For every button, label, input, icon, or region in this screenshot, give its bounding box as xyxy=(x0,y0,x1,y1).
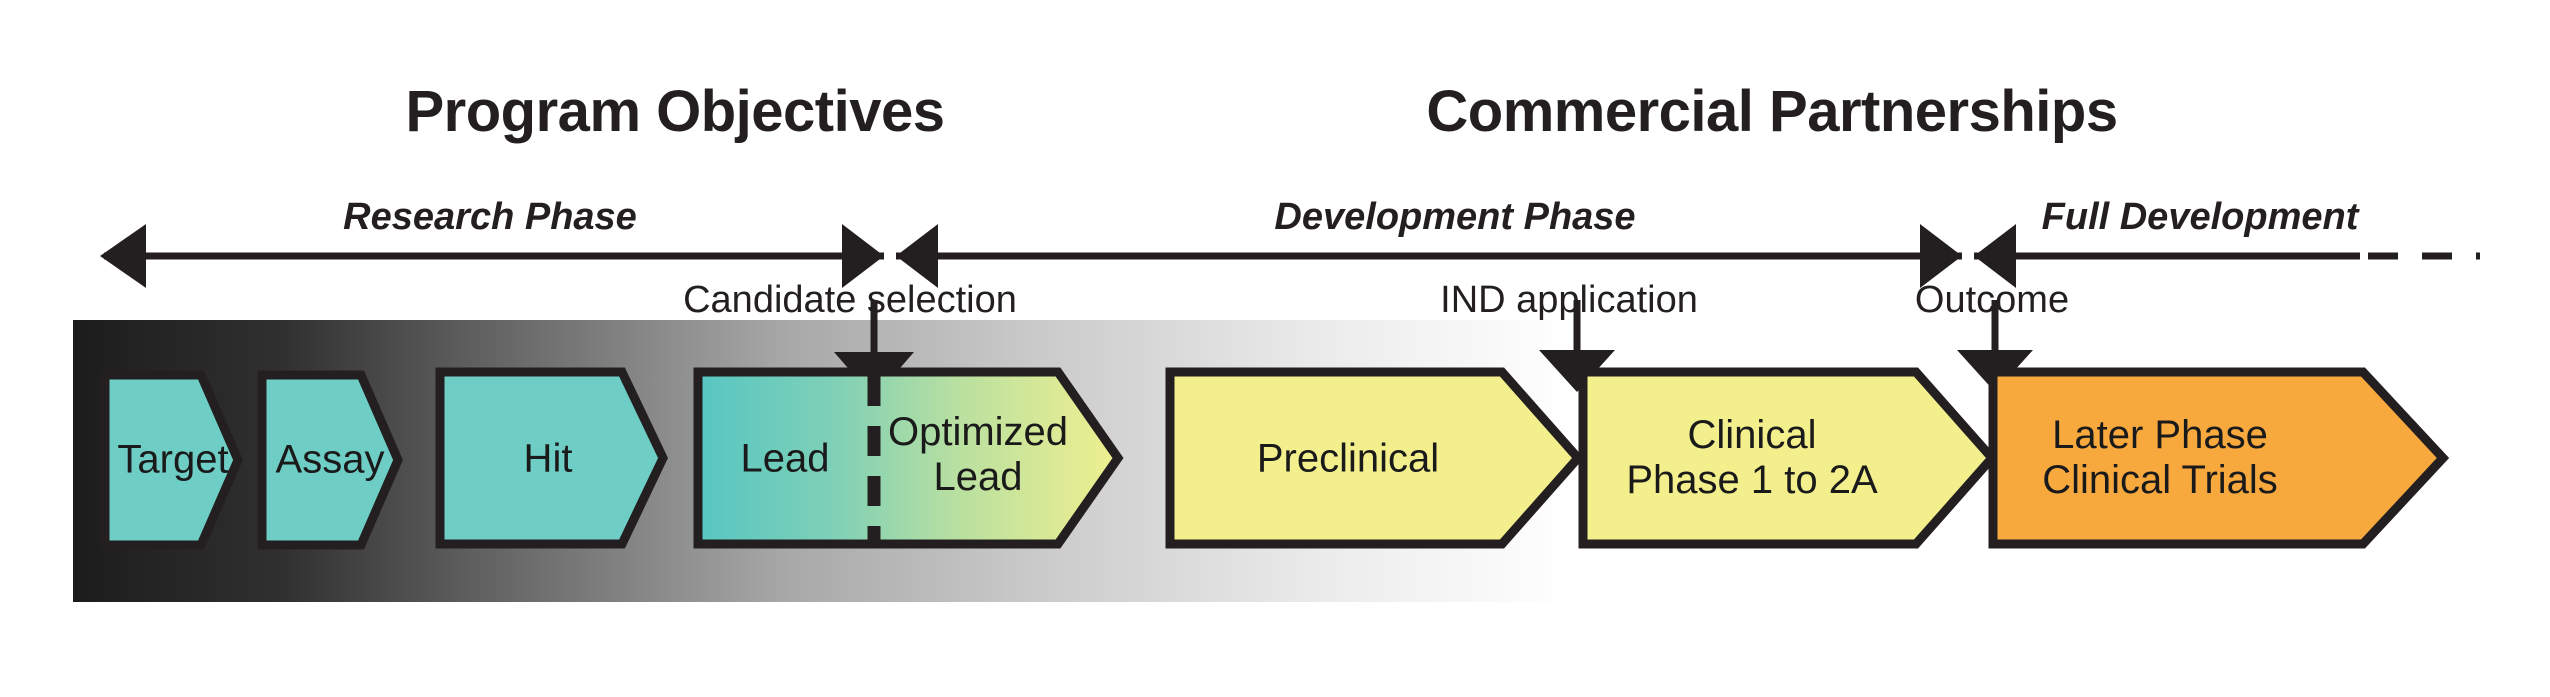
section-header-commercial-partnerships: Commercial Partnerships xyxy=(1426,79,2118,144)
stage-shape-lead-optimized-lead[interactable] xyxy=(693,367,1124,549)
annotation-candidate-selection: Candidate selection xyxy=(683,279,1017,321)
annotation-ind-application: IND application xyxy=(1440,279,1698,321)
section-header-program-objectives: Program Objectives xyxy=(405,79,946,144)
pipeline-stages xyxy=(100,367,2450,550)
stage-shape-preclinical[interactable] xyxy=(1165,367,1585,549)
timeline-axis xyxy=(100,224,2480,288)
stage-shape-hit[interactable] xyxy=(435,367,668,549)
stage-shape-clinical-phase-1-to-2a[interactable] xyxy=(1578,367,1999,549)
annotation-outcome: Outcome xyxy=(1914,279,2070,321)
stage-shape-assay[interactable] xyxy=(257,370,403,550)
phase-label-full-development: Full Development xyxy=(2041,196,2359,238)
phase-label-development: Development Phase xyxy=(1274,196,1636,238)
phase-label-research: Research Phase xyxy=(343,196,637,238)
stage-shape-target[interactable] xyxy=(100,370,243,550)
stage-shape-later-phase-clinical-trials[interactable] xyxy=(1988,367,2450,549)
